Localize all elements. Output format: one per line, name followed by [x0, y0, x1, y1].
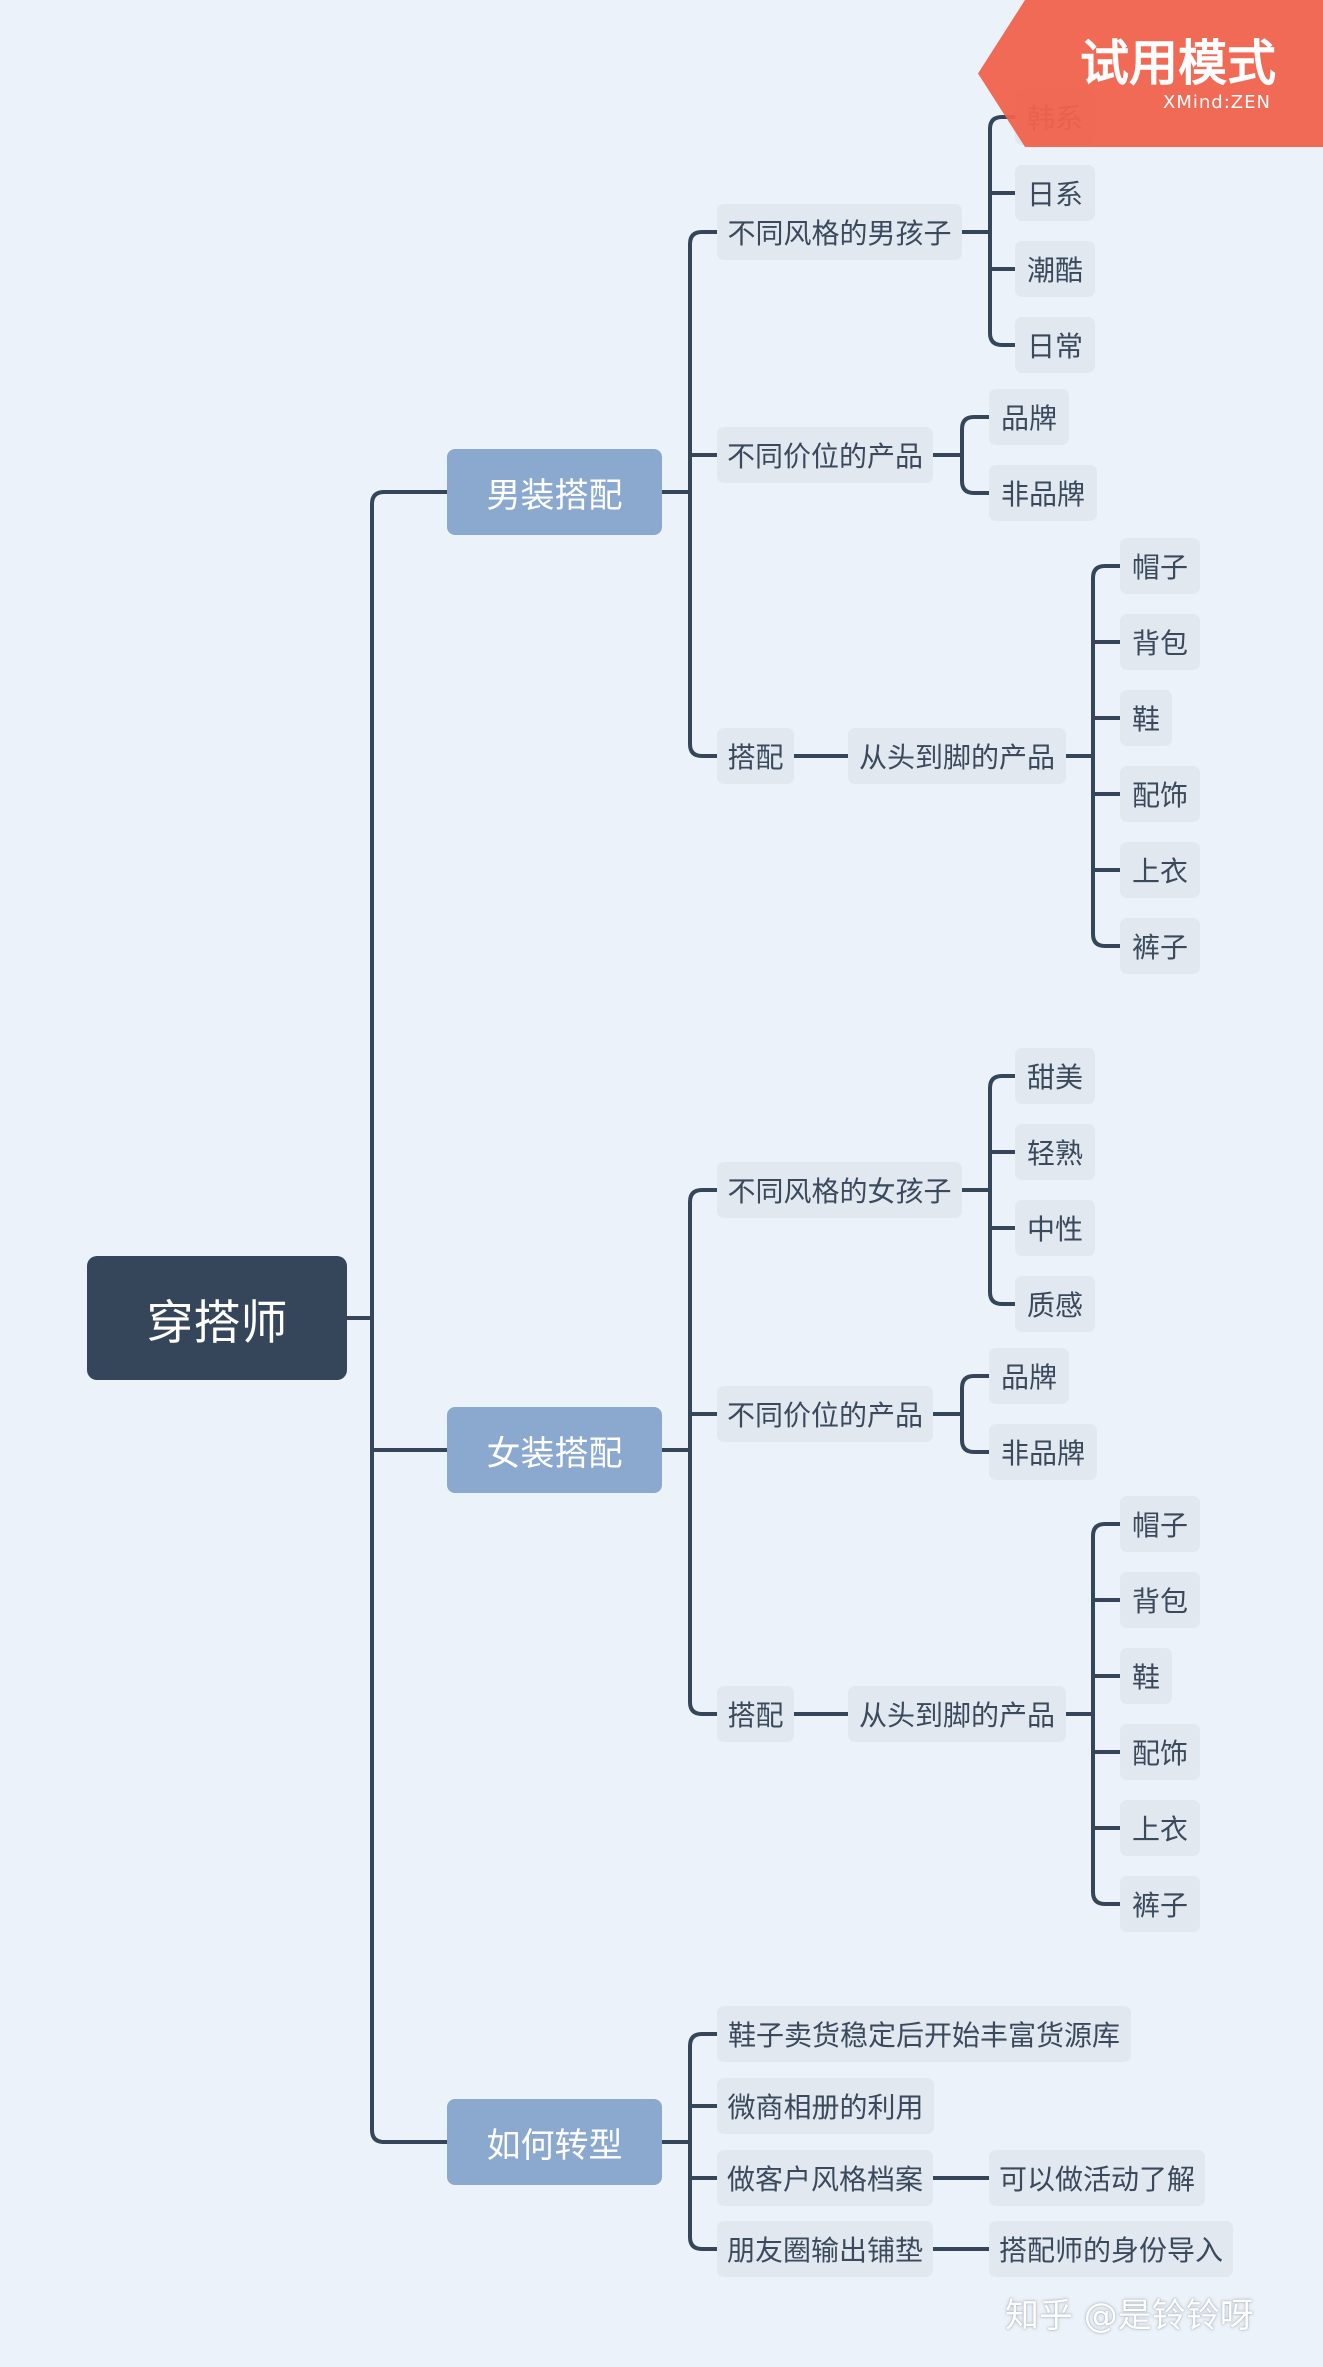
womens-style-item[interactable]: 甜美	[1015, 1048, 1095, 1104]
main-node-mens[interactable]: 男装搭配	[447, 449, 662, 535]
mens-match-item[interactable]: 上衣	[1120, 842, 1200, 898]
mens-style-item[interactable]: 日系	[1015, 165, 1095, 221]
transform-item[interactable]: 朋友圈输出铺垫	[717, 2221, 933, 2277]
womens-style-item[interactable]: 轻熟	[1015, 1124, 1095, 1180]
womens-match-node[interactable]: 搭配	[717, 1686, 794, 1742]
womens-price-item[interactable]: 非品牌	[989, 1424, 1097, 1480]
womens-style-item[interactable]: 质感	[1015, 1276, 1095, 1332]
transform-detail[interactable]: 搭配师的身份导入	[989, 2221, 1233, 2277]
womens-match-item[interactable]: 上衣	[1120, 1800, 1200, 1856]
trial-mode-title: 试用模式	[1080, 35, 1277, 92]
womens-match-item[interactable]: 帽子	[1120, 1496, 1200, 1552]
mens-match-item[interactable]: 配饰	[1120, 766, 1200, 822]
root-node[interactable]: 穿搭师	[87, 1256, 347, 1380]
mens-price-item[interactable]: 非品牌	[989, 465, 1097, 521]
trial-mode-badge	[978, 0, 1323, 147]
zhihu-watermark: 知乎 @是铃铃呀	[1005, 2296, 1254, 2336]
womens-match-item[interactable]: 裤子	[1120, 1876, 1200, 1932]
mens-price-item[interactable]: 品牌	[989, 389, 1069, 445]
womens-match-item[interactable]: 配饰	[1120, 1724, 1200, 1780]
transform-item[interactable]: 微商相册的利用	[717, 2078, 934, 2134]
mens-match-item[interactable]: 鞋	[1120, 690, 1172, 746]
mens-match-node[interactable]: 搭配	[717, 728, 794, 784]
mens-match-item[interactable]: 帽子	[1120, 538, 1200, 594]
transform-item[interactable]: 做客户风格档案	[717, 2150, 933, 2206]
main-node-transform[interactable]: 如何转型	[447, 2099, 662, 2185]
mens-price-node[interactable]: 不同价位的产品	[717, 427, 933, 483]
womens-match-item[interactable]: 鞋	[1120, 1648, 1172, 1704]
womens-match-sub-node[interactable]: 从头到脚的产品	[848, 1686, 1066, 1742]
womens-style-node[interactable]: 不同风格的女孩子	[717, 1162, 962, 1218]
mens-match-sub-node[interactable]: 从头到脚的产品	[848, 728, 1066, 784]
mens-style-node[interactable]: 不同风格的男孩子	[717, 204, 962, 260]
xmind-zen-logo: XMind:ZEN	[1163, 92, 1271, 113]
mens-match-item[interactable]: 裤子	[1120, 918, 1200, 974]
transform-detail[interactable]: 可以做活动了解	[989, 2150, 1205, 2206]
womens-style-item[interactable]: 中性	[1015, 1200, 1095, 1256]
mens-style-item[interactable]: 潮酷	[1015, 241, 1095, 297]
main-node-womens[interactable]: 女装搭配	[447, 1407, 662, 1493]
womens-price-item[interactable]: 品牌	[989, 1348, 1069, 1404]
womens-match-item[interactable]: 背包	[1120, 1572, 1200, 1628]
womens-price-node[interactable]: 不同价位的产品	[717, 1386, 933, 1442]
mens-style-item[interactable]: 日常	[1015, 317, 1095, 373]
mens-match-item[interactable]: 背包	[1120, 614, 1200, 670]
transform-item[interactable]: 鞋子卖货稳定后开始丰富货源库	[717, 2006, 1131, 2062]
